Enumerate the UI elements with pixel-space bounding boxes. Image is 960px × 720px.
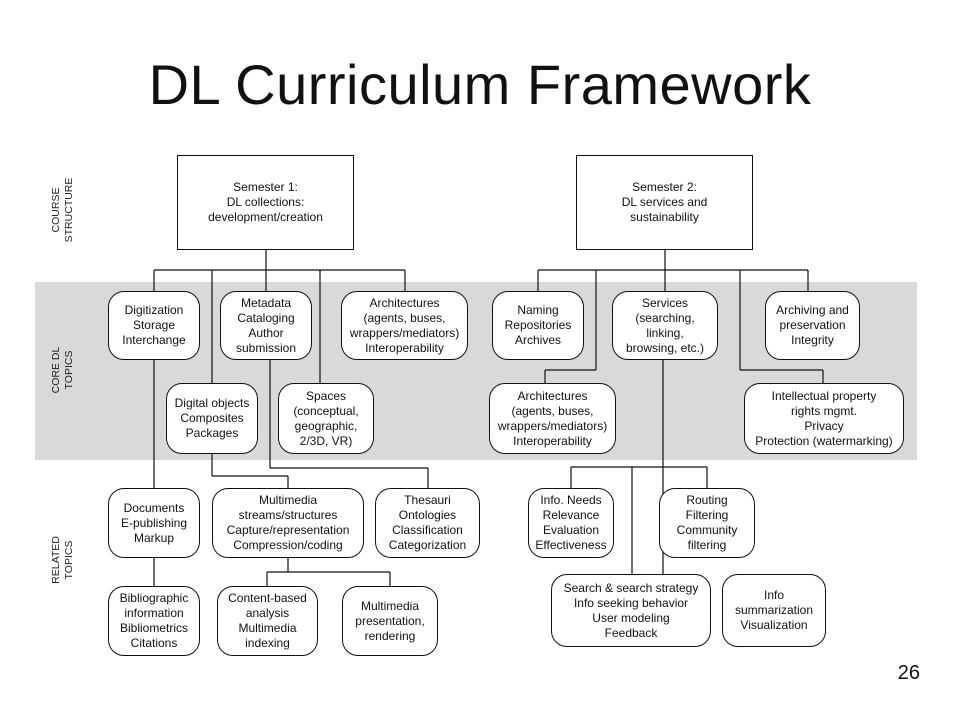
architectures2-node: Architectures (agents, buses, wrappers/m… bbox=[489, 383, 616, 454]
routing-label: Routing Filtering Community filtering bbox=[676, 493, 738, 552]
metadata-label: Metadata Cataloging Author submission bbox=[235, 295, 297, 355]
architectures2-label: Architectures (agents, buses, wrappers/m… bbox=[497, 388, 608, 448]
connector-lines bbox=[153, 250, 824, 586]
services-label: Services (searching, linking, browsing, … bbox=[625, 295, 705, 355]
semester1-label: Semester 1: DL collections: development/… bbox=[208, 180, 323, 224]
band-label-course-structure: COURSE STRUCTURE bbox=[50, 177, 75, 243]
intellectual-property-node: Intellectual property rights mgmt. Priva… bbox=[744, 383, 904, 454]
search-strategy-node: Search & search strategy Info seeking be… bbox=[551, 574, 711, 647]
architectures1-label: Architectures (agents, buses, wrappers/m… bbox=[349, 295, 460, 355]
digital-objects-label: Digital objects Composites Packages bbox=[174, 396, 250, 440]
semester2-box: Semester 2: DL services and sustainabili… bbox=[576, 155, 753, 250]
archiving-node: Archiving and preservation Integrity bbox=[765, 291, 860, 360]
content-based-node: Content-based analysis Multimedia indexi… bbox=[217, 586, 318, 656]
info-summarization-node: Info summarization Visualization bbox=[722, 574, 826, 647]
digital-objects-node: Digital objects Composites Packages bbox=[166, 383, 258, 454]
thesauri-node: Thesauri Ontologies Classification Categ… bbox=[375, 488, 480, 558]
info-summarization-label: Info summarization Visualization bbox=[734, 588, 814, 632]
spaces-label: Spaces (conceptual, geographic, 2/3D, VR… bbox=[293, 388, 359, 448]
band-label-related-topics: RELATED TOPICS bbox=[50, 536, 75, 584]
page-number: 26 bbox=[897, 662, 920, 684]
spaces-node: Spaces (conceptual, geographic, 2/3D, VR… bbox=[278, 383, 374, 454]
services-node: Services (searching, linking, browsing, … bbox=[612, 291, 718, 360]
search-strategy-label: Search & search strategy Info seeking be… bbox=[563, 580, 699, 640]
digitization-node: Digitization Storage Interchange bbox=[108, 291, 200, 360]
slide-title: DL Curriculum Framework bbox=[148, 53, 812, 116]
multimedia-streams-label: Multimedia streams/structures Capture/re… bbox=[226, 493, 350, 552]
metadata-node: Metadata Cataloging Author submission bbox=[220, 291, 312, 360]
architectures1-node: Architectures (agents, buses, wrappers/m… bbox=[341, 291, 468, 360]
bibliographic-label: Bibliographic information Bibliometrics … bbox=[119, 591, 189, 650]
content-based-label: Content-based analysis Multimedia indexi… bbox=[228, 591, 307, 650]
info-needs-node: Info. Needs Relevance Evaluation Effecti… bbox=[528, 488, 614, 558]
info-needs-label: Info. Needs Relevance Evaluation Effecti… bbox=[535, 493, 607, 552]
intellectual-property-label: Intellectual property rights mgmt. Priva… bbox=[755, 388, 893, 448]
multimedia-presentation-node: Multimedia presentation, rendering bbox=[342, 586, 438, 656]
bibliographic-node: Bibliographic information Bibliometrics … bbox=[108, 586, 200, 656]
multimedia-streams-node: Multimedia streams/structures Capture/re… bbox=[212, 488, 364, 558]
semester1-box: Semester 1: DL collections: development/… bbox=[177, 155, 354, 250]
digitization-label: Digitization Storage Interchange bbox=[122, 303, 186, 347]
routing-node: Routing Filtering Community filtering bbox=[659, 488, 755, 558]
thesauri-label: Thesauri Ontologies Classification Categ… bbox=[388, 493, 467, 552]
archiving-label: Archiving and preservation Integrity bbox=[776, 303, 849, 347]
band-label-core-dl-topics: CORE DL TOPICS bbox=[50, 346, 75, 394]
multimedia-presentation-label: Multimedia presentation, rendering bbox=[355, 598, 425, 643]
naming-label: Naming Repositories Archives bbox=[504, 303, 572, 347]
semester2-label: Semester 2: DL services and sustainabili… bbox=[621, 180, 708, 224]
documents-node: Documents E-publishing Markup bbox=[108, 488, 200, 558]
documents-label: Documents E-publishing Markup bbox=[120, 500, 188, 545]
naming-node: Naming Repositories Archives bbox=[492, 291, 584, 360]
